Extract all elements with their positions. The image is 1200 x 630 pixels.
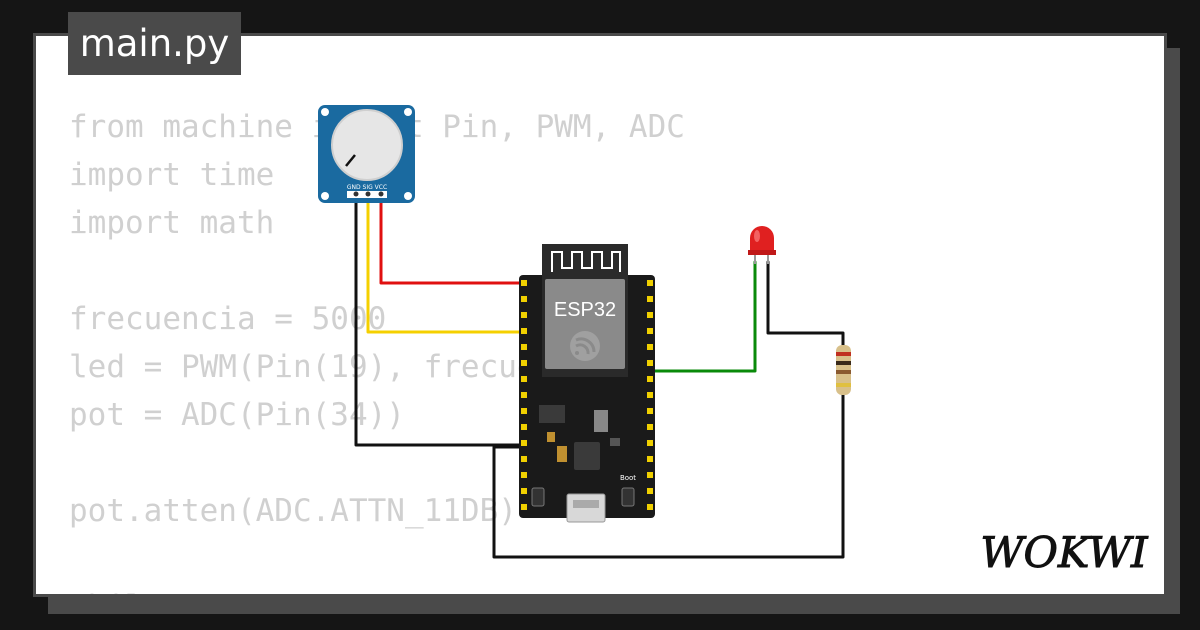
wire-yellow <box>366 192 529 334</box>
code-line: import time <box>69 157 275 193</box>
en-button[interactable] <box>531 487 545 507</box>
boot-button[interactable] <box>621 487 635 507</box>
wire-black-pot-gnd <box>354 192 529 447</box>
code-line: while True: <box>69 583 685 594</box>
code-line: import math <box>69 205 275 241</box>
wire-black-led-cathode <box>766 260 845 350</box>
espressif-logo-icon <box>570 331 600 361</box>
wire-red <box>379 192 529 285</box>
code-line: pot.atten(ADC.ATTN_11DB) <box>69 493 517 529</box>
chip <box>547 432 555 442</box>
chip <box>594 410 608 432</box>
knob-indicator <box>345 154 356 167</box>
wokwi-logo-text: WOKWI <box>980 528 1149 577</box>
pot-pin-labels: GND SIG VCC <box>347 184 387 191</box>
wire-black-gnd-loop <box>492 390 845 559</box>
header-pins-right <box>647 280 653 510</box>
header-pins-left <box>521 280 527 510</box>
chip <box>610 438 620 446</box>
chip <box>539 405 565 423</box>
esp32-label: ESP32 <box>554 299 616 321</box>
resistor[interactable] <box>836 345 851 395</box>
pot-pin-vcc[interactable] <box>378 191 384 197</box>
boot-label: Boot <box>620 474 636 482</box>
chip <box>557 446 567 462</box>
file-tab[interactable]: main.py <box>68 12 241 75</box>
potentiometer-knob[interactable] <box>331 109 403 181</box>
esp32-board[interactable]: ESP32 Boot <box>519 244 655 523</box>
wokwi-logo: WOKWI <box>980 528 1150 578</box>
pot-pin-sig[interactable] <box>365 191 371 197</box>
antenna-trace <box>551 251 621 272</box>
code-line: pot = ADC(Pin(34)) <box>69 397 405 433</box>
potentiometer[interactable]: GND SIG VCC <box>318 105 415 203</box>
wire-green <box>646 260 757 373</box>
chip <box>574 442 600 470</box>
red-led[interactable] <box>748 226 776 264</box>
pot-pin-gnd[interactable] <box>353 191 359 197</box>
